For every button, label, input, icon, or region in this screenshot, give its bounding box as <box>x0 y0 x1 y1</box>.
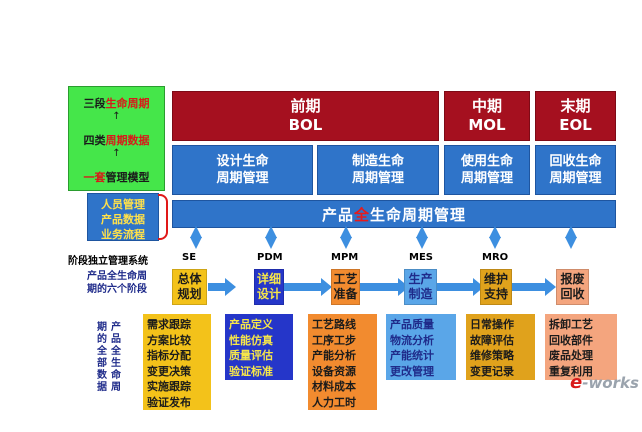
eworks-logo: e-works <box>570 372 639 393</box>
scope-process: 业务流程 <box>101 228 145 241</box>
management-scope-box: 人员管理 产品数据 业务流程 <box>87 193 159 241</box>
recycle-lifecycle-mgmt: 回收生命周期管理 <box>535 145 616 195</box>
stage-overall-planning: 总体规划 <box>172 269 207 305</box>
brace-icon <box>158 194 168 240</box>
flow-arrow-icon <box>437 278 484 296</box>
systems-label: 阶段独立管理系统 <box>68 256 148 267</box>
up-arrow-icon: ↑ <box>112 148 121 159</box>
system-mro: MRO <box>482 252 509 263</box>
scope-people: 人员管理 <box>101 198 145 211</box>
stage-maintenance: 维护支持 <box>480 269 512 305</box>
manufacturing-lifecycle-mgmt: 制造生命周期管理 <box>317 145 439 195</box>
model-line-2: 四类周期数据 <box>83 134 150 147</box>
data-list-maintenance: 日常操作故障评估维修策略变更记录 <box>466 314 535 380</box>
usage-lifecycle-mgmt: 使用生命周期管理 <box>444 145 530 195</box>
flow-arrow-icon <box>208 278 236 296</box>
data-list-production: 产品质量物流分析产能统计更改管理 <box>386 314 456 380</box>
stage-process-prep: 工艺准备 <box>331 269 360 305</box>
system-mes: MES <box>409 252 433 263</box>
six-stage-label: 产品全生命周期的六个阶段 <box>87 271 147 295</box>
data-list-process: 工艺路线工序工步产能分析设备资源材料成本人力工时 <box>308 314 377 410</box>
data-list-planning: 需求跟踪方案比较指标分配变更决策实施跟踪验证发布 <box>143 314 211 410</box>
lifecycle-model-box: 三段生命周期 ↑ 四类周期数据 ↑ 一套管理模型 <box>68 86 165 191</box>
model-line-3: 一套管理模型 <box>83 171 150 184</box>
system-se: SE <box>182 252 197 263</box>
flow-arrow-icon <box>360 278 409 296</box>
stage-scrap-recycle: 报废回收 <box>556 269 589 305</box>
flow-arrow-icon <box>512 278 556 296</box>
data-label-col-left: 期的全部数据 <box>97 322 107 393</box>
data-list-recycle: 拆卸工艺回收部件废品处理重复利用 <box>545 314 617 380</box>
flow-arrow-icon <box>284 278 332 296</box>
data-label-col-right: 产品全生命周 <box>111 322 121 393</box>
system-mpm: MPM <box>331 252 359 263</box>
data-list-design: 产品定义性能仿真质量评估验证标准 <box>225 314 293 380</box>
stage-production: 生产制造 <box>404 269 437 305</box>
up-arrow-icon: ↑ <box>112 111 121 122</box>
design-lifecycle-mgmt: 设计生命周期管理 <box>172 145 313 195</box>
stage-detailed-design: 详细设计 <box>254 269 284 305</box>
scope-data: 产品数据 <box>101 213 145 226</box>
system-pdm: PDM <box>257 252 283 263</box>
model-line-1: 三段生命周期 <box>83 97 150 110</box>
plm-bar: 产品全生命周期管理 <box>172 200 616 228</box>
